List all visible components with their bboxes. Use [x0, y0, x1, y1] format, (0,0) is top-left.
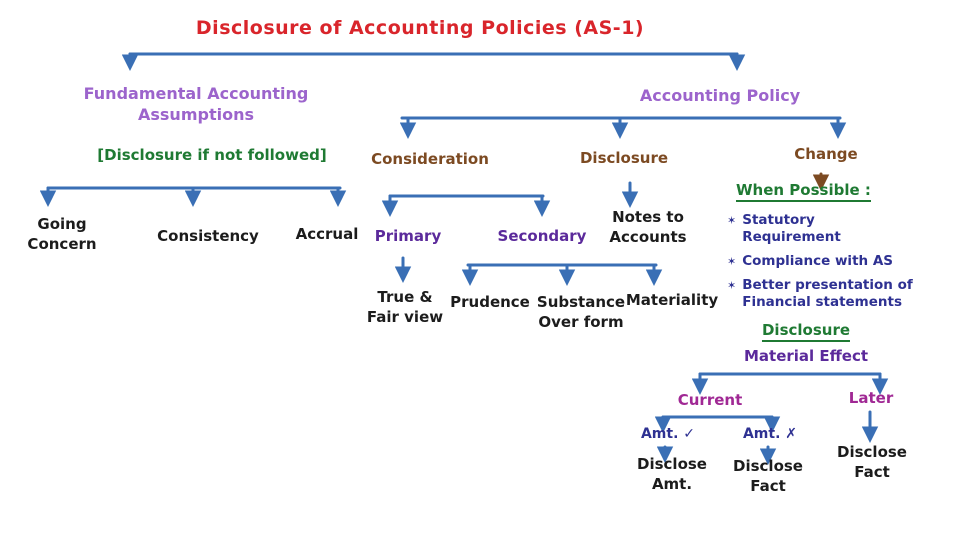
- star-bullet-icon: ✶: [727, 278, 737, 292]
- accounting-policy-heading: Accounting Policy: [639, 86, 801, 105]
- disclose-fact-current-node: Disclose Fact: [733, 457, 803, 495]
- better-presentation-item: Better presentation of Financial stateme…: [742, 276, 913, 310]
- going-concern-node: Going Concern: [27, 215, 97, 253]
- when-possible-list: ✶ Statutory Requirement ✶ Compliance wit…: [727, 212, 917, 310]
- disclose-amount-node: Disclose Amt.: [637, 455, 707, 493]
- diagram-title: Disclosure of Accounting Policies (AS-1): [195, 17, 645, 39]
- disclose-fact-later-node: Disclose Fact: [837, 443, 907, 481]
- material-effect-heading: Material Effect: [743, 347, 869, 365]
- consistency-node: Consistency: [157, 227, 259, 245]
- compliance-with-as-item: Compliance with AS: [742, 252, 893, 269]
- when-possible-text: When Possible :: [736, 181, 871, 202]
- consideration-node: Consideration: [371, 150, 489, 168]
- list-item: ✶ Compliance with AS: [727, 253, 917, 270]
- list-item: ✶ Statutory Requirement: [727, 212, 917, 246]
- prudence-node: Prudence: [450, 293, 530, 311]
- when-possible-heading: When Possible :: [736, 181, 871, 202]
- fundamental-assumptions-heading: Fundamental Accounting Assumptions: [83, 84, 309, 124]
- amount-unknown-node: Amt. ✗: [742, 426, 798, 442]
- true-fair-view-node: True & Fair view: [366, 288, 444, 326]
- amount-known-node: Amt. ✓: [640, 426, 696, 442]
- star-bullet-icon: ✶: [727, 214, 737, 227]
- list-item: ✶ Better presentation of Financial state…: [727, 277, 917, 311]
- primary-node: Primary: [374, 227, 442, 245]
- current-node: Current: [677, 391, 743, 409]
- notes-to-accounts-node: Notes to Accounts: [609, 208, 687, 246]
- change-node: Change: [794, 145, 858, 163]
- disclosure-green-heading: Disclosure: [761, 321, 851, 342]
- disclosure-if-not-followed-note: [Disclosure if not followed]: [97, 146, 327, 164]
- disclosure-green-text: Disclosure: [761, 321, 851, 342]
- secondary-node: Secondary: [497, 227, 587, 245]
- disclosure-node: Disclosure: [579, 149, 669, 167]
- substance-over-form-node: Substance Over form: [536, 293, 626, 331]
- statutory-requirement-item: Statutory Requirement: [742, 212, 841, 245]
- accrual-node: Accrual: [295, 225, 359, 243]
- later-node: Later: [848, 389, 894, 407]
- materiality-node: Materiality: [625, 291, 719, 309]
- star-bullet-icon: ✶: [727, 254, 737, 268]
